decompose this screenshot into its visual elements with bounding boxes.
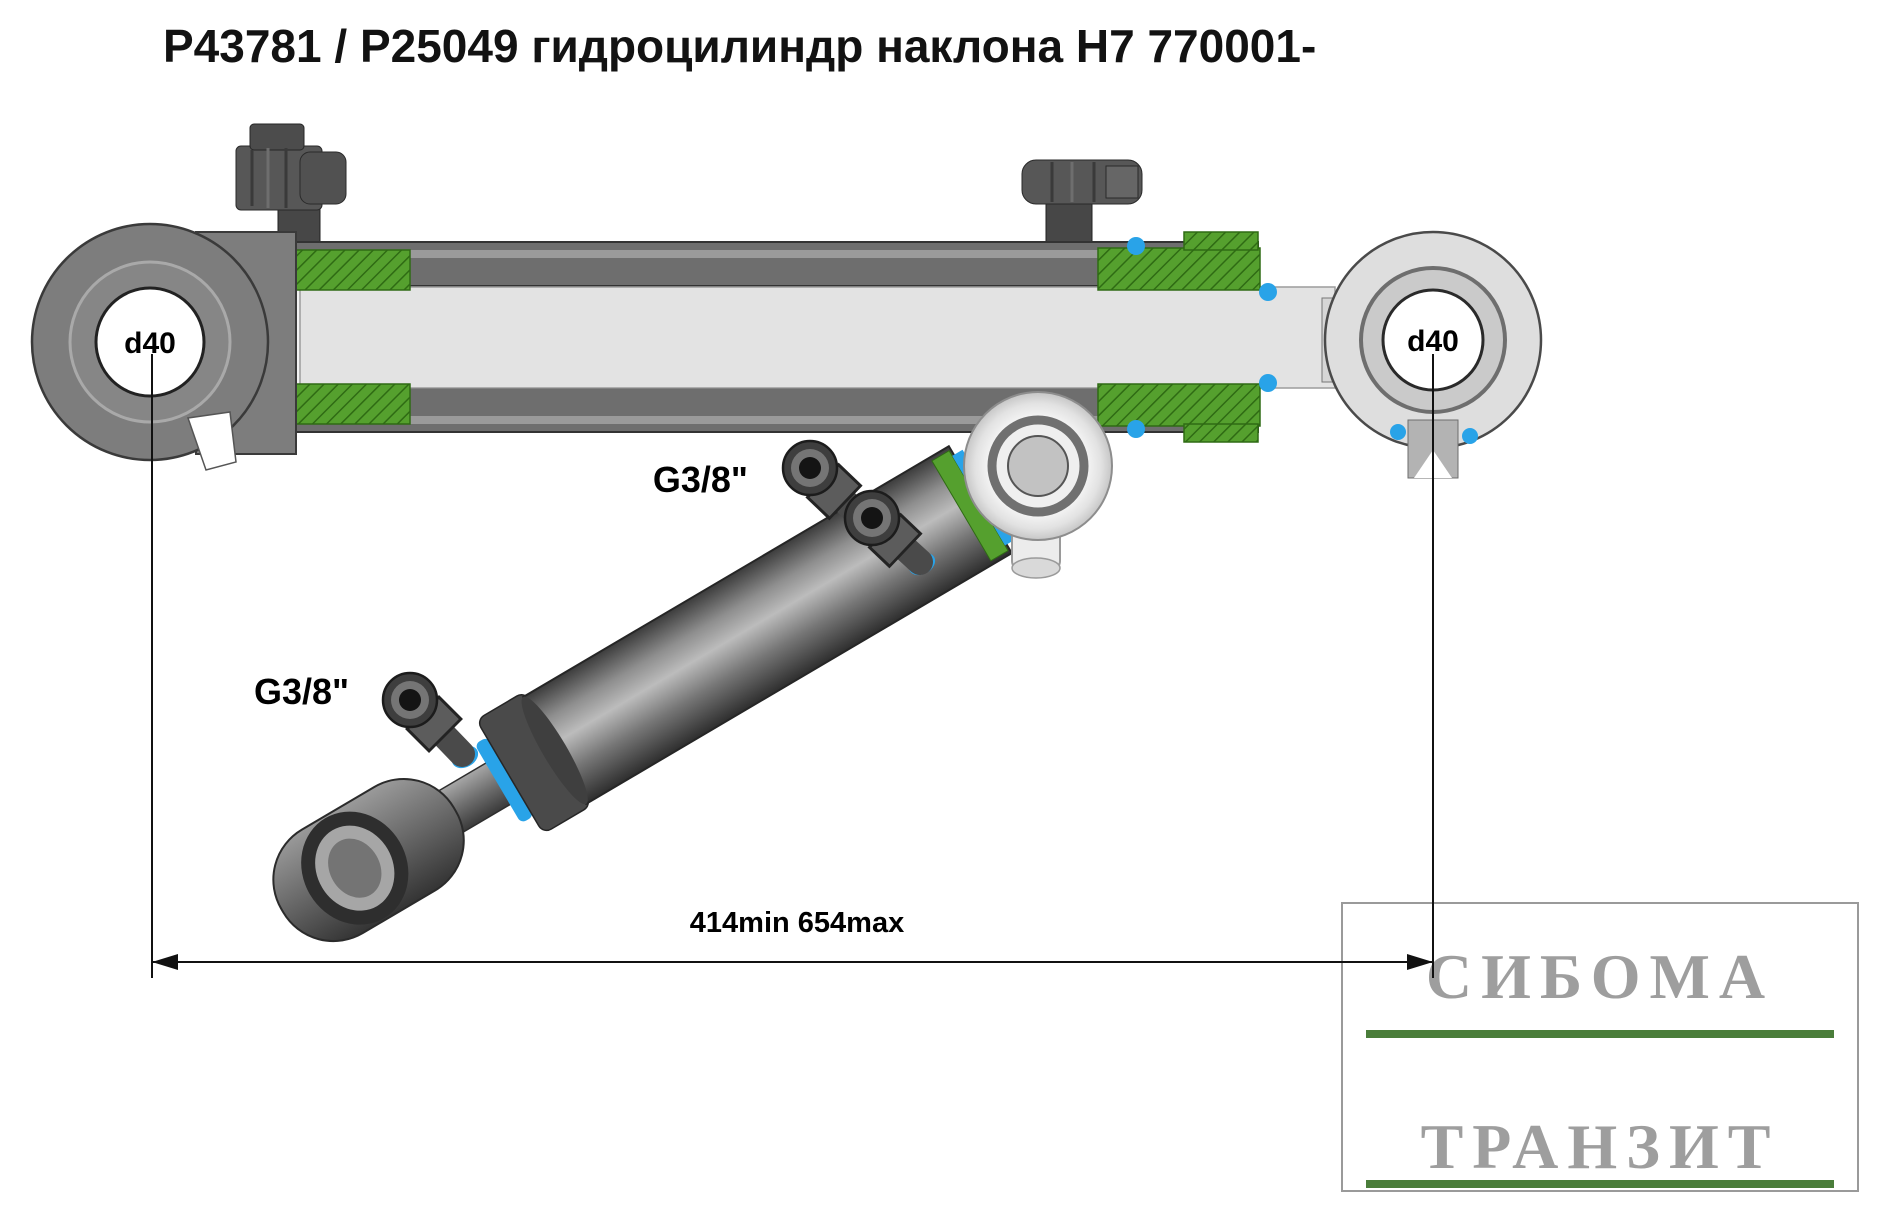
gland-seal-step xyxy=(1183,231,1259,251)
watermark-logo: СИБОМА ТРАНЗИТ xyxy=(1341,902,1859,1192)
right-eye-bore-label: d40 xyxy=(1407,325,1459,358)
left-elbow-fitting xyxy=(235,123,347,253)
gland-nut xyxy=(963,391,1113,579)
fitting-elbow-bend xyxy=(299,151,347,205)
logo-line2: ТРАНЗИТ xyxy=(1421,1111,1780,1182)
gland-seal-pack xyxy=(1097,231,1261,443)
piston-seal xyxy=(291,383,411,425)
gland-bore xyxy=(1007,435,1069,497)
logo-line1: СИБОМА xyxy=(1426,941,1774,1012)
o-ring xyxy=(1259,374,1277,392)
iso-tube-end-cap xyxy=(521,696,588,805)
piston-rod-section xyxy=(299,286,1336,389)
iso-elbow-fitting-lower xyxy=(381,671,479,769)
arrowhead-left xyxy=(152,954,178,970)
right-elbow-fitting xyxy=(1021,159,1143,249)
o-ring xyxy=(1127,237,1145,255)
barrel-wall-top xyxy=(261,241,1259,287)
barrel-highlight xyxy=(268,416,1252,424)
gland-stub-face xyxy=(1011,557,1061,579)
section-view: d40 d40 xyxy=(30,123,1543,479)
piston-seal-pack xyxy=(291,249,411,425)
gland-seal-step xyxy=(1183,423,1259,443)
iso-eye-bore xyxy=(328,838,382,898)
gland-seal xyxy=(1097,383,1261,427)
elbow-port-bore xyxy=(799,457,821,479)
iso-tube xyxy=(521,444,1014,806)
barrel-highlight xyxy=(268,250,1252,258)
eye-bore xyxy=(94,286,206,398)
iso-elbow-fitting-upper-2 xyxy=(843,489,936,576)
o-ring xyxy=(1259,283,1277,301)
fitting-cap xyxy=(249,123,305,151)
o-ring xyxy=(1390,424,1406,440)
barrel-eye: d40 xyxy=(30,222,297,471)
logo-frame xyxy=(1341,902,1859,1192)
rod-eye-section: d40 xyxy=(1321,230,1543,479)
iso-view: G3/8" G3/8" xyxy=(254,391,1113,943)
piston-seal xyxy=(291,249,411,291)
drawing-title: Р43781 / Р25049 гидроцилиндр наклона Н7 … xyxy=(163,20,1316,72)
gland-seal xyxy=(1097,247,1261,291)
left-eye-bore-label: d40 xyxy=(124,327,176,360)
o-ring xyxy=(1127,420,1145,438)
o-ring xyxy=(1462,428,1478,444)
stroke-dimension-label: 414min 654max xyxy=(690,907,904,939)
dimension-lines: 414min 654max xyxy=(151,354,1434,978)
logo-rule xyxy=(1366,1180,1834,1188)
eye-slot xyxy=(186,411,237,471)
arrowhead-right xyxy=(1407,954,1433,970)
iso-wiper-ring xyxy=(476,738,532,822)
port-label-lower: G3/8" xyxy=(254,671,349,712)
elbow-port-bore xyxy=(399,689,421,711)
logo-rule xyxy=(1366,1030,1834,1038)
elbow-port-bore xyxy=(861,507,883,529)
port-label-upper: G3/8" xyxy=(653,459,748,500)
fitting-elbow-bend xyxy=(1105,165,1139,199)
